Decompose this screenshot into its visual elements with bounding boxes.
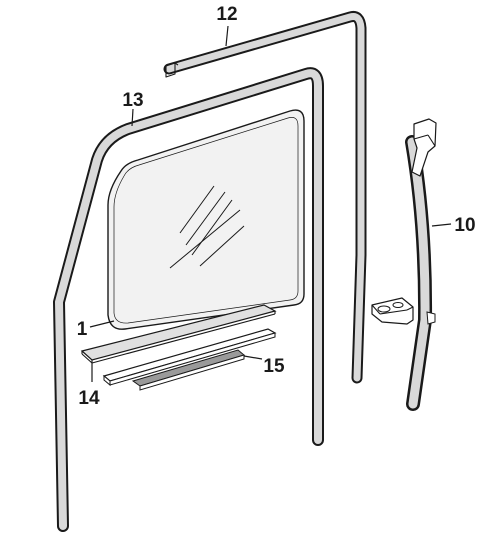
part-12-upper-channel-seal — [163, 11, 367, 384]
leader-line-13 — [131, 108, 134, 127]
part-15-inner-belt-weatherstrip — [102, 328, 277, 391]
part-1-door-glass — [107, 109, 305, 330]
part-10-rear-run-channel — [371, 118, 437, 411]
glass-reflection-line — [191, 199, 233, 256]
part-13-glass-run-seal — [53, 67, 324, 532]
glass-reflection-line — [169, 209, 241, 269]
callout-13: 13 — [122, 90, 143, 111]
callout-14: 14 — [78, 388, 100, 409]
part-14-beltline-strip — [80, 304, 277, 364]
callout-12: 12 — [216, 4, 237, 25]
glass-reflection-line — [185, 191, 226, 246]
leader-line-10 — [431, 223, 452, 227]
leader-line-15 — [243, 355, 263, 360]
glass-reflection-line — [179, 185, 215, 234]
leader-line-12 — [225, 25, 229, 47]
glass-reflection-line — [199, 225, 245, 267]
callout-15: 15 — [263, 356, 285, 377]
callout-1: 1 — [77, 319, 88, 340]
leader-line-1 — [89, 320, 115, 328]
callout-10: 10 — [454, 215, 475, 236]
